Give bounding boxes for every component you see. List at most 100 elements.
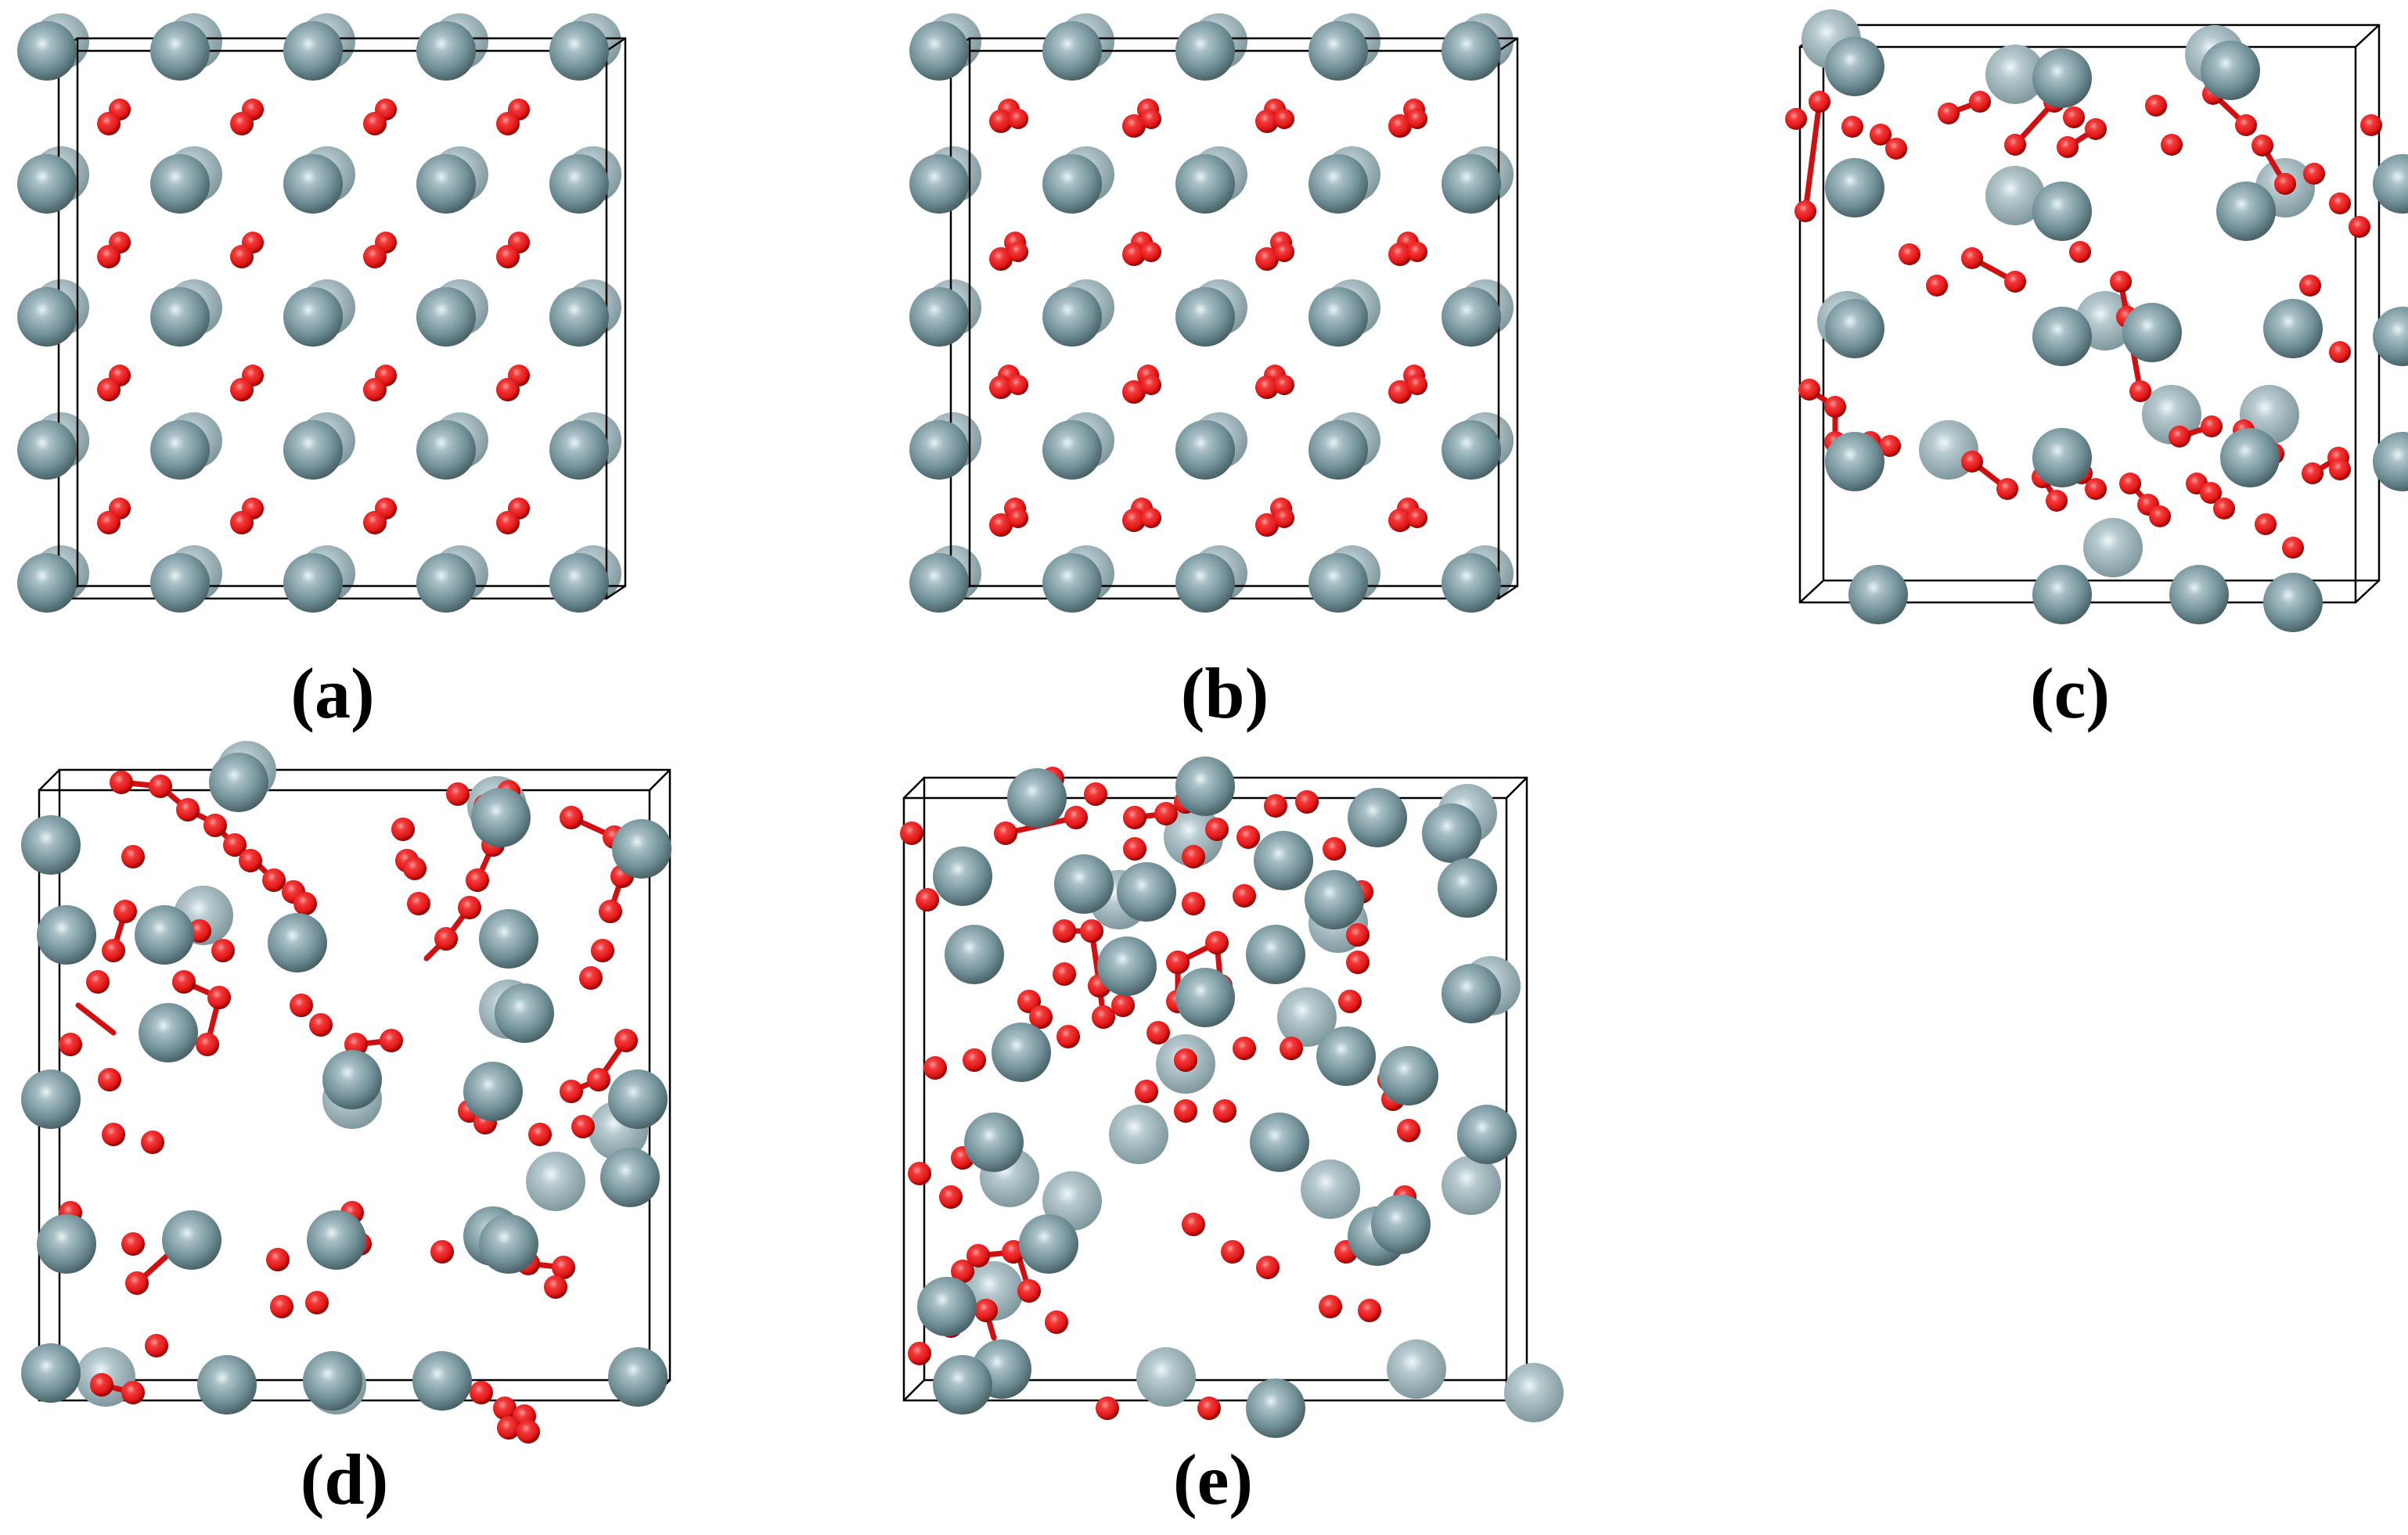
oxygen-atom xyxy=(1141,242,1161,262)
oxygen-atom xyxy=(1407,375,1427,395)
oxygen-atom xyxy=(176,798,200,821)
oxygen-atom xyxy=(97,245,121,268)
oxygen-atom xyxy=(2299,275,2321,297)
oxygen-atom xyxy=(1122,243,1146,266)
oxygen-atom xyxy=(1233,884,1256,908)
oxygen-atom xyxy=(1056,1025,1080,1048)
oxygen-atom xyxy=(196,1033,219,1056)
titanium-atom xyxy=(1438,858,1497,918)
oxygen-atom xyxy=(2282,537,2304,559)
oxygen-atom xyxy=(1141,109,1161,129)
oxygen-atom xyxy=(994,821,1017,845)
titanium-atom xyxy=(2169,565,2229,624)
oxygen-atom xyxy=(496,511,520,534)
oxygen-atom xyxy=(989,110,1013,133)
crystal-structure-a xyxy=(17,13,627,613)
oxygen-atom xyxy=(203,814,227,837)
oxygen-atom xyxy=(974,1299,998,1322)
titanium-atom xyxy=(1442,21,1501,81)
titanium-atom xyxy=(1097,936,1157,996)
oxygen-atom xyxy=(363,378,387,401)
titanium-atom xyxy=(2122,303,2182,362)
oxygen-atom xyxy=(223,833,247,857)
titanium-atom xyxy=(2220,428,2280,487)
titanium-atom xyxy=(209,753,268,812)
oxygen-atom xyxy=(1045,1310,1068,1334)
oxygen-atom xyxy=(309,1013,333,1037)
oxygen-atom xyxy=(951,1260,974,1283)
oxygen-atom xyxy=(1123,837,1146,861)
titanium-atom xyxy=(17,154,77,214)
unit-cell-edge xyxy=(1799,580,1824,603)
oxygen-atom xyxy=(579,966,603,990)
titanium-atom xyxy=(1308,287,1368,347)
oxygen-atom xyxy=(2302,462,2323,484)
oxygen-atom xyxy=(1407,508,1427,528)
titanium-atom xyxy=(2032,49,2092,108)
titanium-atom xyxy=(283,154,343,214)
oxygen-atom xyxy=(59,1033,82,1056)
oxygen-atom xyxy=(121,1381,145,1404)
oxygen-atom xyxy=(2046,490,2068,512)
oxygen-atom xyxy=(496,245,520,268)
oxygen-atom xyxy=(403,857,427,880)
oxygen-atom xyxy=(517,1420,540,1443)
titanium-atom xyxy=(1348,788,1407,847)
titanium-atom xyxy=(1042,420,1102,480)
oxygen-atom xyxy=(591,939,614,962)
oxygen-atom xyxy=(1899,243,1920,265)
titanium-atom xyxy=(549,553,609,613)
oxygen-atom xyxy=(430,1240,454,1264)
panel-d: (d) xyxy=(8,741,681,1526)
oxygen-atom xyxy=(496,112,520,135)
titanium-atom xyxy=(909,154,969,214)
oxygen-atom xyxy=(1092,1005,1115,1029)
oxygen-atom xyxy=(230,245,254,268)
oxygen-atom xyxy=(97,112,121,135)
oxygen-atom xyxy=(1407,242,1427,262)
titanium-atom xyxy=(416,420,476,480)
oxygen-atom xyxy=(466,868,489,892)
oxygen-atom xyxy=(1080,919,1103,943)
oxygen-atom xyxy=(2069,241,2091,263)
titanium-atom xyxy=(471,788,531,847)
crystal-structure-c xyxy=(1785,9,2408,632)
titanium-atom xyxy=(150,553,210,613)
titanium-atom xyxy=(2201,41,2260,100)
titanium-atom xyxy=(479,909,538,969)
titanium-atom xyxy=(2032,428,2092,487)
oxygen-atom xyxy=(571,1115,595,1138)
oxygen-atom xyxy=(2169,426,2190,448)
oxygen-atom xyxy=(1407,109,1427,129)
titanium-atom xyxy=(945,925,1004,984)
titanium-atom xyxy=(909,553,969,613)
unit-cell-back xyxy=(968,37,1519,588)
titanium-atom xyxy=(608,1069,668,1129)
oxygen-atom xyxy=(614,1029,638,1052)
titanium-atom xyxy=(1175,420,1235,480)
titanium-atom xyxy=(1308,420,1368,480)
titanium-atom xyxy=(1442,287,1501,347)
unit-cell-back xyxy=(76,37,627,588)
oxygen-atom xyxy=(2251,135,2273,156)
oxygen-atom xyxy=(923,1056,947,1080)
oxygen-atom xyxy=(1870,124,1891,146)
titanium-atom xyxy=(549,154,609,214)
unit-cell-edge xyxy=(2355,580,2380,603)
titanium-atom xyxy=(1371,1195,1431,1254)
oxygen-atom xyxy=(966,1244,990,1267)
titanium-atom xyxy=(1825,37,1884,96)
oxygen-atom xyxy=(230,511,254,534)
oxygen-atom xyxy=(2057,136,2079,158)
titanium-atom xyxy=(909,21,969,81)
oxygen-atom xyxy=(110,771,133,794)
oxygen-atom xyxy=(1135,1080,1158,1103)
oxygen-atom xyxy=(1358,1299,1381,1322)
titanium-atom xyxy=(2373,432,2408,491)
oxygen-atom xyxy=(1323,837,1346,861)
titanium-atom xyxy=(2032,565,2092,624)
oxygen-atom xyxy=(1174,1099,1197,1123)
oxygen-atom xyxy=(1996,478,2018,500)
oxygen-atom xyxy=(1388,114,1412,138)
oxygen-atom xyxy=(407,892,430,915)
